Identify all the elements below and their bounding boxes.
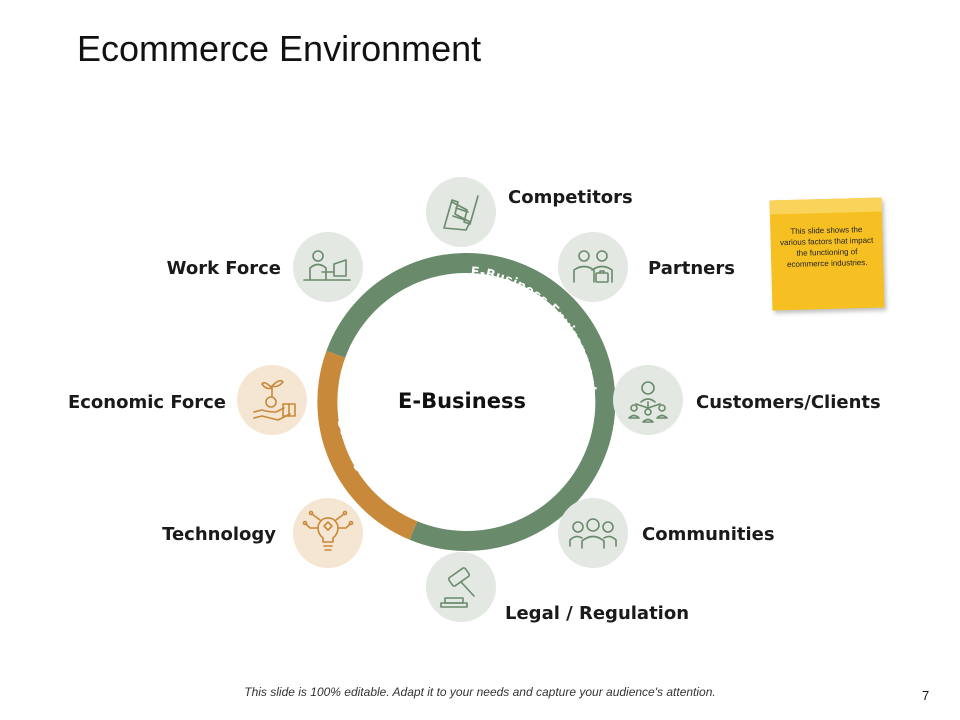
page-number: 7 <box>922 688 930 703</box>
gavel-icon <box>440 567 475 608</box>
sticky-note: This slide shows the various factors tha… <box>769 197 885 311</box>
lightbulb-circuit-icon <box>302 510 354 551</box>
node-competitors: Competitors <box>426 177 633 247</box>
node-legal-regulation: Legal / Regulation <box>426 552 689 624</box>
node-label: Technology <box>162 524 276 545</box>
node-communities: Communities <box>558 498 775 568</box>
ring-orange-segment <box>317 350 418 540</box>
ring-green-segment <box>326 253 616 551</box>
money-plant-hand-icon <box>253 379 296 421</box>
worker-laptop-icon <box>303 250 351 281</box>
node-technology: Technology <box>162 498 363 568</box>
node-label: Partners <box>648 258 735 279</box>
node-economic-force: Economic Force <box>68 365 307 435</box>
node-label: Work Force <box>167 258 281 279</box>
sticky-note-tape <box>769 197 882 215</box>
customer-network-icon <box>628 381 668 423</box>
footer-text: This slide is 100% editable. Adapt it to… <box>244 685 716 699</box>
sticky-note-text: This slide shows the various factors tha… <box>779 225 874 270</box>
node-partners: Partners <box>558 232 735 302</box>
node-label: Competitors <box>508 187 633 208</box>
business-partners-icon <box>573 250 613 283</box>
node-label: Economic Force <box>68 392 226 413</box>
center-label: E-Business <box>398 389 526 413</box>
community-group-icon <box>569 518 617 549</box>
node-label: Communities <box>642 524 775 545</box>
node-label: Customers/Clients <box>696 392 881 413</box>
page-title: Ecommerce Environment <box>77 28 482 69</box>
node-work-force: Work Force <box>167 232 363 302</box>
node-label: Legal / Regulation <box>505 603 689 624</box>
node-customers-clients: Customers/Clients <box>613 365 881 435</box>
handshake-icon <box>443 195 479 231</box>
